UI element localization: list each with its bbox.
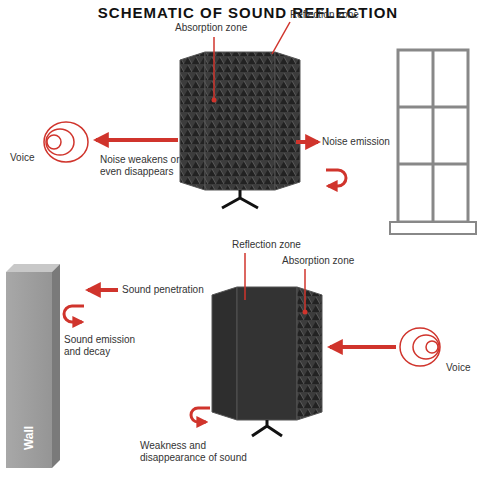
callout-label: Reflection zone: [290, 9, 359, 21]
voice-waves: [44, 122, 88, 162]
wall-block: Wall: [6, 272, 52, 468]
wall-top: [6, 264, 60, 272]
callout-label: Noise weakens or even disappears: [100, 154, 190, 178]
return-arrow: [326, 170, 346, 186]
callout-label: Sound penetration: [122, 284, 204, 296]
callout-label: Sound emission and decay: [64, 334, 144, 358]
wall-text: Wall: [22, 426, 36, 450]
isolation-shield: [180, 52, 300, 208]
leader-line: [213, 37, 215, 98]
return-arrow: [191, 408, 210, 422]
callout-label: Absorption zone: [282, 255, 354, 267]
sound-arrow: [96, 138, 178, 142]
sound-arrow: [330, 345, 396, 349]
window: [390, 50, 476, 234]
callout-label: Reflection zone: [232, 239, 301, 251]
return-arrow: [64, 306, 84, 322]
voice-waves: [400, 328, 440, 366]
sound-arrow: [296, 140, 318, 144]
callout-label: Voice: [10, 152, 34, 164]
callout-label: Noise emission: [322, 136, 390, 148]
wall-side: [52, 264, 60, 468]
diagram-title: SCHEMATIC OF SOUND REFLECTION: [0, 4, 496, 21]
callout-label: Weakness and disappearance of sound: [140, 440, 260, 464]
leader-line: [244, 253, 246, 300]
leader-dot: [303, 310, 308, 315]
callout-label: Voice: [446, 362, 470, 374]
leader-dot: [212, 98, 217, 103]
callout-label: Absorption zone: [175, 22, 247, 34]
leader-line: [272, 22, 290, 54]
leader-line: [304, 269, 306, 310]
sound-arrow: [88, 288, 118, 292]
